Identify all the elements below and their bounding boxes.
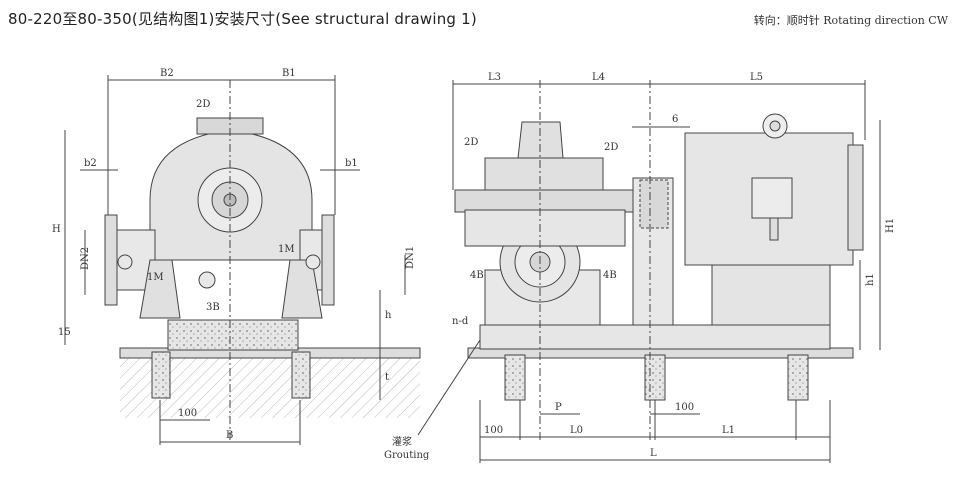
side-pad-1	[504, 354, 526, 401]
rotation-direction: 转向：顺时针 Rotating direction CW	[753, 14, 948, 27]
foundation-pad-right	[291, 351, 311, 399]
foundation-pad-left	[151, 351, 171, 399]
label-2d-left: 2D	[464, 137, 478, 148]
flange-left	[104, 214, 118, 306]
label-b2-top: B2	[160, 68, 174, 79]
label-l3: L3	[488, 72, 501, 83]
label-grout-en: Grouting	[384, 450, 430, 461]
label-b1-top: B1	[282, 68, 296, 79]
label-2d-right: 2D	[604, 142, 618, 153]
label-15: 15	[58, 327, 71, 338]
label-dn1: DN1	[405, 246, 416, 269]
front-view-labels: B2 B1 2D b2 b1 H DN2 DN1 1M 1M 3B 15 h t…	[52, 68, 416, 441]
label-grout-cn: 灌浆	[392, 435, 412, 448]
label-l1: L1	[722, 425, 735, 436]
flange-right	[321, 214, 335, 306]
front-view	[64, 75, 421, 445]
foot-right	[281, 259, 323, 319]
grout-leader	[417, 339, 481, 436]
label-3b: 3B	[206, 302, 220, 313]
label-l-total: L	[650, 448, 657, 459]
label-h1-small: h1	[865, 273, 876, 286]
label-b1-small: b1	[345, 158, 358, 169]
label-b-bottom: B	[226, 430, 233, 441]
page-title: 80-220至80-350(见结构图1)安装尺寸(See structural …	[8, 10, 477, 28]
label-p: P	[555, 402, 562, 413]
label-1m-right: 1M	[278, 244, 295, 255]
label-6: 6	[672, 114, 678, 125]
base-plate	[479, 324, 831, 350]
label-4b-left: 4B	[470, 270, 484, 281]
drain-plug	[198, 271, 216, 289]
side-pad-2	[644, 354, 666, 401]
side-view	[417, 80, 881, 463]
label-100-front: 100	[178, 408, 197, 419]
label-h: H	[52, 224, 61, 235]
grout-base	[167, 319, 299, 351]
coupling	[639, 179, 669, 229]
pump-flange-band	[454, 189, 634, 213]
side-pad-3	[787, 354, 809, 401]
label-1m-left: 1M	[147, 272, 164, 283]
motor-base	[711, 264, 831, 326]
label-l0: L0	[570, 425, 583, 436]
label-t: t	[385, 372, 389, 383]
label-l5: L5	[750, 72, 763, 83]
side-view-labels: L3 L4 L5 6 2D 2D 4B 4B n-d H1 h1 P 100 1…	[384, 72, 896, 461]
label-nd: n-d	[452, 316, 469, 327]
label-4b-right: 4B	[603, 270, 617, 281]
label-l4: L4	[592, 72, 605, 83]
label-b2-small: b2	[84, 158, 97, 169]
label-dn2: DN2	[80, 247, 91, 270]
label-h-small: h	[385, 310, 392, 321]
label-100-mid: 100	[675, 402, 694, 413]
label-100-left: 100	[484, 425, 503, 436]
foot-left	[139, 259, 181, 319]
terminal-box	[751, 177, 793, 219]
label-h1: H1	[885, 218, 896, 233]
label-2d-top: 2D	[196, 99, 210, 110]
